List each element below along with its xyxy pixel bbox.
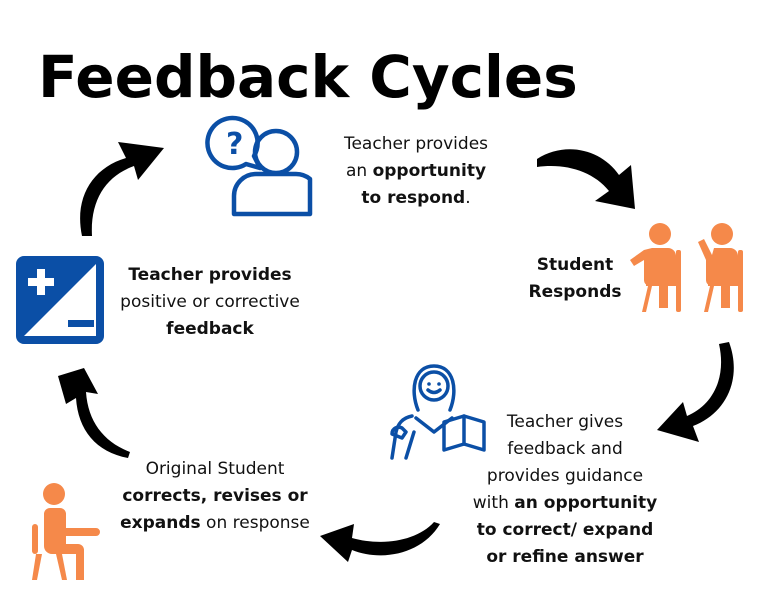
arrow-down-left-icon [655,340,745,445]
arrow-right-down-icon [535,145,645,215]
step-teacher-guidance-text: Teacher gives feedback and provides guid… [472,412,658,567]
step-student-corrects-text: Original Student corrects, revises or ex… [120,459,310,533]
arrow-up-right-icon [72,138,167,238]
arrow-left-icon [318,520,443,565]
seated-students-icon [630,220,750,312]
step-teacher-feedback-text: Teacher provides positive or corrective … [120,265,300,339]
seated-student-desk-icon [30,480,110,582]
arrow-up-icon [42,362,132,462]
plus-minus-icon [16,256,104,344]
teacher-book-icon [388,360,490,460]
page-title: Feedback Cycles [38,43,578,111]
svg-text:?: ? [226,127,243,162]
step-opportunity-text: Teacher provides an opportunity to respo… [343,134,489,208]
step-student-responds-text: Student Responds [528,255,622,302]
question-person-icon: ? [200,110,315,222]
